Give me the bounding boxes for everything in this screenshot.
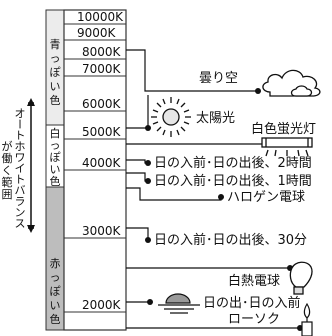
label-candle: ローソク <box>228 312 280 327</box>
label-sunrise-1h: 日の入前･日の出後、1時間 <box>154 173 312 189</box>
zone-label-whitish: 白 っ ぽ い 色 <box>50 126 61 188</box>
zone-char: い <box>50 163 61 176</box>
wb-char: ラ <box>15 195 26 208</box>
leader-lines <box>126 49 300 329</box>
zone-char: い <box>50 80 61 93</box>
leader-halogen <box>126 187 222 201</box>
scale-label-3000k: 3000K <box>82 224 122 238</box>
label-sunrise-30m: 日の入前･日の出後、30分 <box>154 232 307 248</box>
scale-label-7000k: 7000K <box>82 62 122 76</box>
dot-sunny <box>145 125 151 131</box>
label-halogen: ハロゲン電球 <box>227 190 305 205</box>
wb-char: ス <box>15 217 26 230</box>
wb-char: 働 <box>2 152 13 165</box>
wb-char: ト <box>15 129 26 142</box>
wb-char: ー <box>13 119 26 130</box>
wb-char: 囲 <box>2 188 13 201</box>
wb-char: く <box>2 164 13 177</box>
zone-char: ぽ <box>50 285 61 298</box>
label-sunrise: 日の出･日の入前 <box>203 295 301 311</box>
auto-wb-label-line2: が 働 く 範 囲 <box>2 139 13 201</box>
scale-label-5000k: 5000K <box>82 125 122 139</box>
leader-sunrise-2h <box>126 159 148 164</box>
scale-label-2000k: 2000K <box>82 298 122 312</box>
cloud-icon <box>262 69 321 97</box>
wb-char: が <box>2 139 13 153</box>
wb-char: ワ <box>15 151 26 164</box>
zone-char: い <box>50 299 61 312</box>
label-cloudy: 曇り空 <box>199 71 238 86</box>
zone-char: ぽ <box>50 66 61 79</box>
zone-label-reddish: 赤 っ ぽ い 色 <box>50 257 61 326</box>
zone-char: 色 <box>50 312 61 326</box>
scale-label-6000k: 6000K <box>82 97 122 111</box>
label-sunrise-2h: 日の入前･日の出後、2時間 <box>154 155 312 171</box>
zone-char: 色 <box>50 174 61 188</box>
zone-char: 青 <box>50 38 61 51</box>
wb-char: オ <box>15 107 26 120</box>
auto-wb-range-bracket <box>28 102 34 229</box>
zone-char: 白 <box>50 126 61 140</box>
sun-icon <box>151 97 191 137</box>
zone-char: っ <box>50 271 61 284</box>
leader-sunny <box>126 95 149 129</box>
dot-cloudy <box>255 88 261 94</box>
candle-icon <box>301 302 313 336</box>
zone-char: っ <box>50 139 61 152</box>
scale-label-8000k: 8000K <box>82 45 122 59</box>
dot-sunrise-30m <box>145 237 151 243</box>
zone-char: 赤 <box>50 257 61 270</box>
dot-sunrise <box>147 299 153 305</box>
light-bulb-icon <box>289 261 313 295</box>
leader-sunrise-30m <box>126 227 149 240</box>
zone-char: 色 <box>50 93 61 107</box>
zone-char: ぽ <box>50 151 61 164</box>
wb-char: ホ <box>15 140 26 153</box>
dot-sunrise-2h <box>145 160 151 166</box>
scale-label-4000k: 4000K <box>82 156 122 170</box>
wb-char: バ <box>15 184 26 197</box>
scale-ticks <box>64 23 126 313</box>
bracket-arrow-bottom <box>27 225 35 233</box>
dot-sunrise-1h <box>145 178 151 184</box>
auto-wb-label-line1: オ ー ト ホ ワ イ ト バ ラ ン ス <box>13 107 26 230</box>
zone-label-bluish: 青 っ ぽ い 色 <box>50 38 61 107</box>
leader-sunrise-1h <box>126 172 148 182</box>
horizon-sun-icon <box>158 293 200 314</box>
leader-cloudy <box>126 49 258 92</box>
label-sunny: 太陽光 <box>196 111 235 126</box>
wb-char: ト <box>15 173 26 186</box>
wb-char: 範 <box>2 175 13 189</box>
wb-char: イ <box>15 162 26 175</box>
bracket-arrow-top <box>27 98 35 106</box>
label-incandescent: 白熱電球 <box>228 273 280 289</box>
dot-halogen <box>218 194 224 200</box>
scale-label-10000k: 10000K <box>77 10 124 24</box>
wb-char: ン <box>15 206 26 219</box>
label-daylight-fluorescent: 白色蛍光灯 <box>251 121 316 137</box>
scale-label-9000k: 9000K <box>77 26 117 40</box>
fluorescent-tube-icon <box>261 137 313 157</box>
zone-char: っ <box>50 52 61 65</box>
